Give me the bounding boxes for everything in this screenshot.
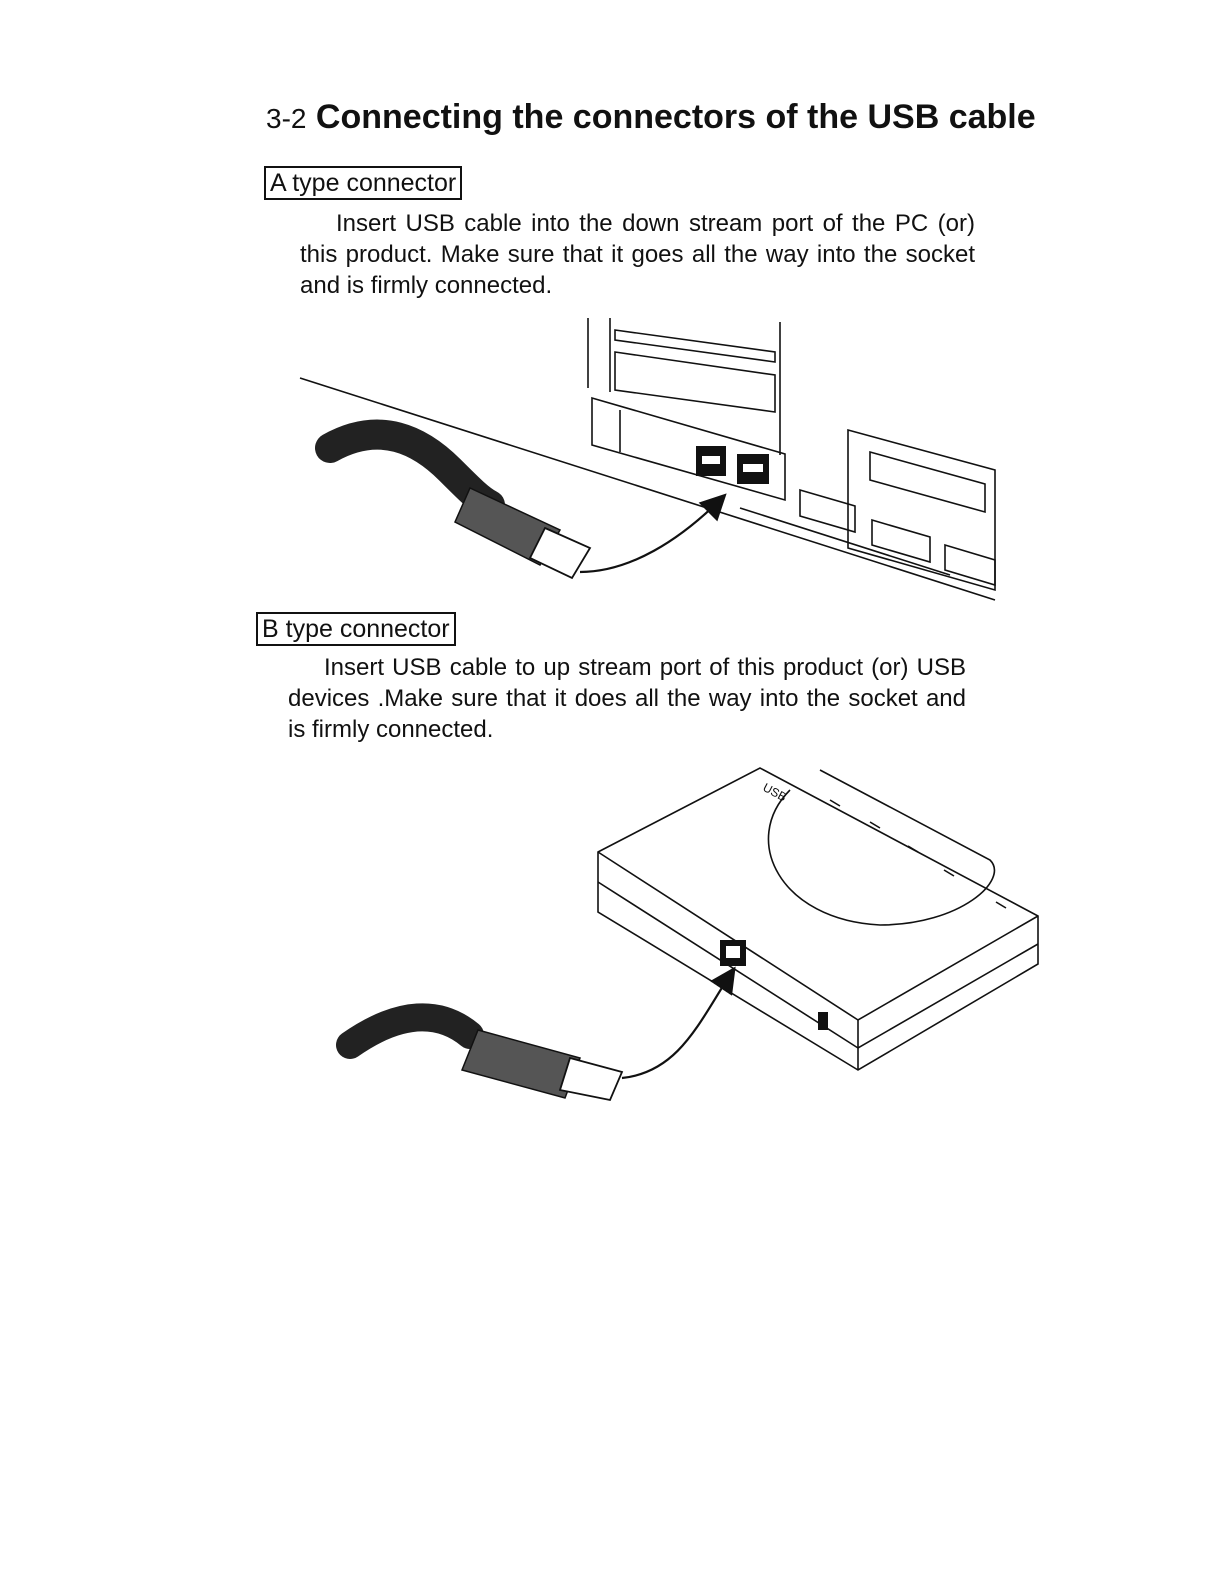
usb-b-cable-illustration (336, 966, 736, 1102)
a-type-instructions: Insert USB cable into the down stream po… (300, 208, 975, 301)
usb-port-icons (696, 446, 769, 484)
hub-ports (720, 940, 828, 1030)
usb-a-cable-illustration (315, 419, 727, 580)
section-number: 3-2 (266, 103, 307, 134)
a-type-text: Insert USB cable into the down stream po… (300, 210, 975, 299)
section-heading: 3-2 Connecting the connectors of the USB… (266, 98, 1036, 137)
b-type-instructions: Insert USB cable to up stream port of th… (288, 652, 966, 745)
hub-logo-text: USB (761, 780, 789, 804)
section-title: Connecting the connectors of the USB cab… (315, 98, 1036, 136)
a-type-label: A type connector (264, 166, 463, 200)
b-type-label: B type connector (256, 612, 456, 646)
hub-power-jack (818, 1012, 828, 1030)
pc-back-panel-illustration (299, 318, 996, 601)
b-type-text: Insert USB cable to up stream port of th… (288, 654, 966, 743)
usb-hub-illustration (597, 767, 1039, 1071)
